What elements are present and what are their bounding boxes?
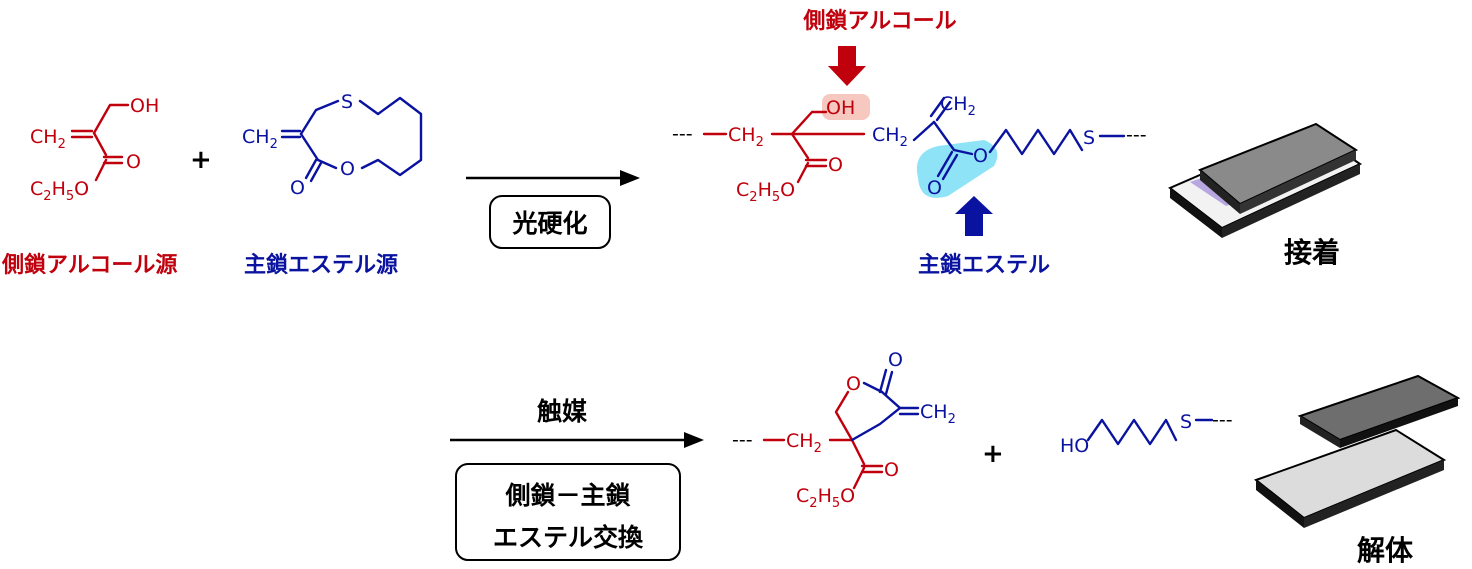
main-chain-ester-label: 主鎖エステル — [918, 252, 1050, 278]
chain-dash-left: --- — [672, 123, 693, 145]
alcohol-arrow-icon — [828, 46, 866, 86]
product-carbonyl-o-blue: O — [888, 349, 903, 371]
polymer-ester-o: O — [973, 145, 988, 167]
ch2-label-blue: CH2 — [242, 126, 278, 152]
ester-source-label: 主鎖エステル源 — [244, 252, 398, 278]
product-exo-ch2: CH2 — [920, 401, 956, 427]
ch2-label: CH2 — [30, 126, 66, 152]
separated-plates-icon — [1253, 374, 1461, 528]
carbonyl-oxygen-label: O — [126, 151, 141, 173]
adhesion-label: 接着 — [1284, 236, 1340, 269]
lactone-ring-o: O — [846, 373, 861, 395]
product-ethyl-ester: C2H5O — [796, 485, 855, 511]
hydroxyl-label: OH — [130, 95, 159, 117]
chain-dash-right: --- — [1126, 124, 1147, 146]
ester-arrow-icon — [955, 196, 993, 236]
hydroxy-thiol-fragment: HO S --- — [1060, 409, 1233, 457]
lactone-product: --- CH2 O O C2H5O O CH2 — [732, 349, 956, 511]
polymer-sulfur: S — [1083, 127, 1095, 149]
carbonyl-oxygen-label-blue: O — [290, 177, 305, 199]
polymer-structure: --- CH2 OH O C2H5O CH2 CH2 O O S --- — [672, 93, 1147, 205]
ester-source-molecule: CH2 S O O — [242, 91, 423, 199]
ethyl-ester-label: C2H5O — [30, 178, 89, 204]
condition-line-1: 側鎖－主鎖 — [504, 481, 631, 510]
polymer-ch2-right: CH2 — [872, 124, 908, 150]
polymer-carbonyl-o-red: O — [828, 154, 843, 176]
sulfur-label: S — [341, 91, 353, 113]
product-ch2: CH2 — [786, 430, 822, 456]
ester-highlight — [916, 140, 998, 198]
alcohol-source-label: 側鎖アルコール源 — [1, 252, 177, 278]
plus-sign-2: + — [982, 439, 1004, 469]
product-dash-left: --- — [732, 429, 753, 451]
polymer-carbonyl-o-blue: O — [927, 177, 942, 199]
ring-oxygen-label: O — [340, 158, 355, 180]
fragment-ho: HO — [1060, 435, 1089, 457]
photocure-arrow — [466, 170, 640, 186]
condition-line-2: エステル交換 — [493, 523, 644, 552]
transesterification-box — [455, 463, 681, 561]
photocure-box — [489, 195, 611, 249]
product-carbonyl-o-red: O — [884, 459, 899, 481]
fragment-dash: --- — [1212, 409, 1233, 431]
polymer-ethyl-ester: C2H5O — [736, 179, 795, 205]
catalyst-label: 触媒 — [537, 397, 588, 426]
fragment-sulfur: S — [1180, 411, 1192, 433]
photocure-label: 光硬化 — [511, 209, 587, 238]
bonded-plates-icon — [1168, 122, 1363, 238]
side-chain-alcohol-label: 側鎖アルコール — [802, 8, 956, 34]
hydroxyl-highlight — [822, 94, 870, 120]
alcohol-source-molecule: CH2 OH O C2H5O — [30, 95, 159, 204]
polymer-ch2-left: CH2 — [728, 124, 764, 150]
plus-sign-1: + — [190, 145, 212, 175]
polymer-vinylidene-ch2: CH2 — [940, 93, 976, 119]
polymer-hydroxyl: OH — [826, 97, 855, 119]
dismantle-label: 解体 — [1357, 534, 1414, 567]
transesterification-arrow — [450, 432, 704, 448]
